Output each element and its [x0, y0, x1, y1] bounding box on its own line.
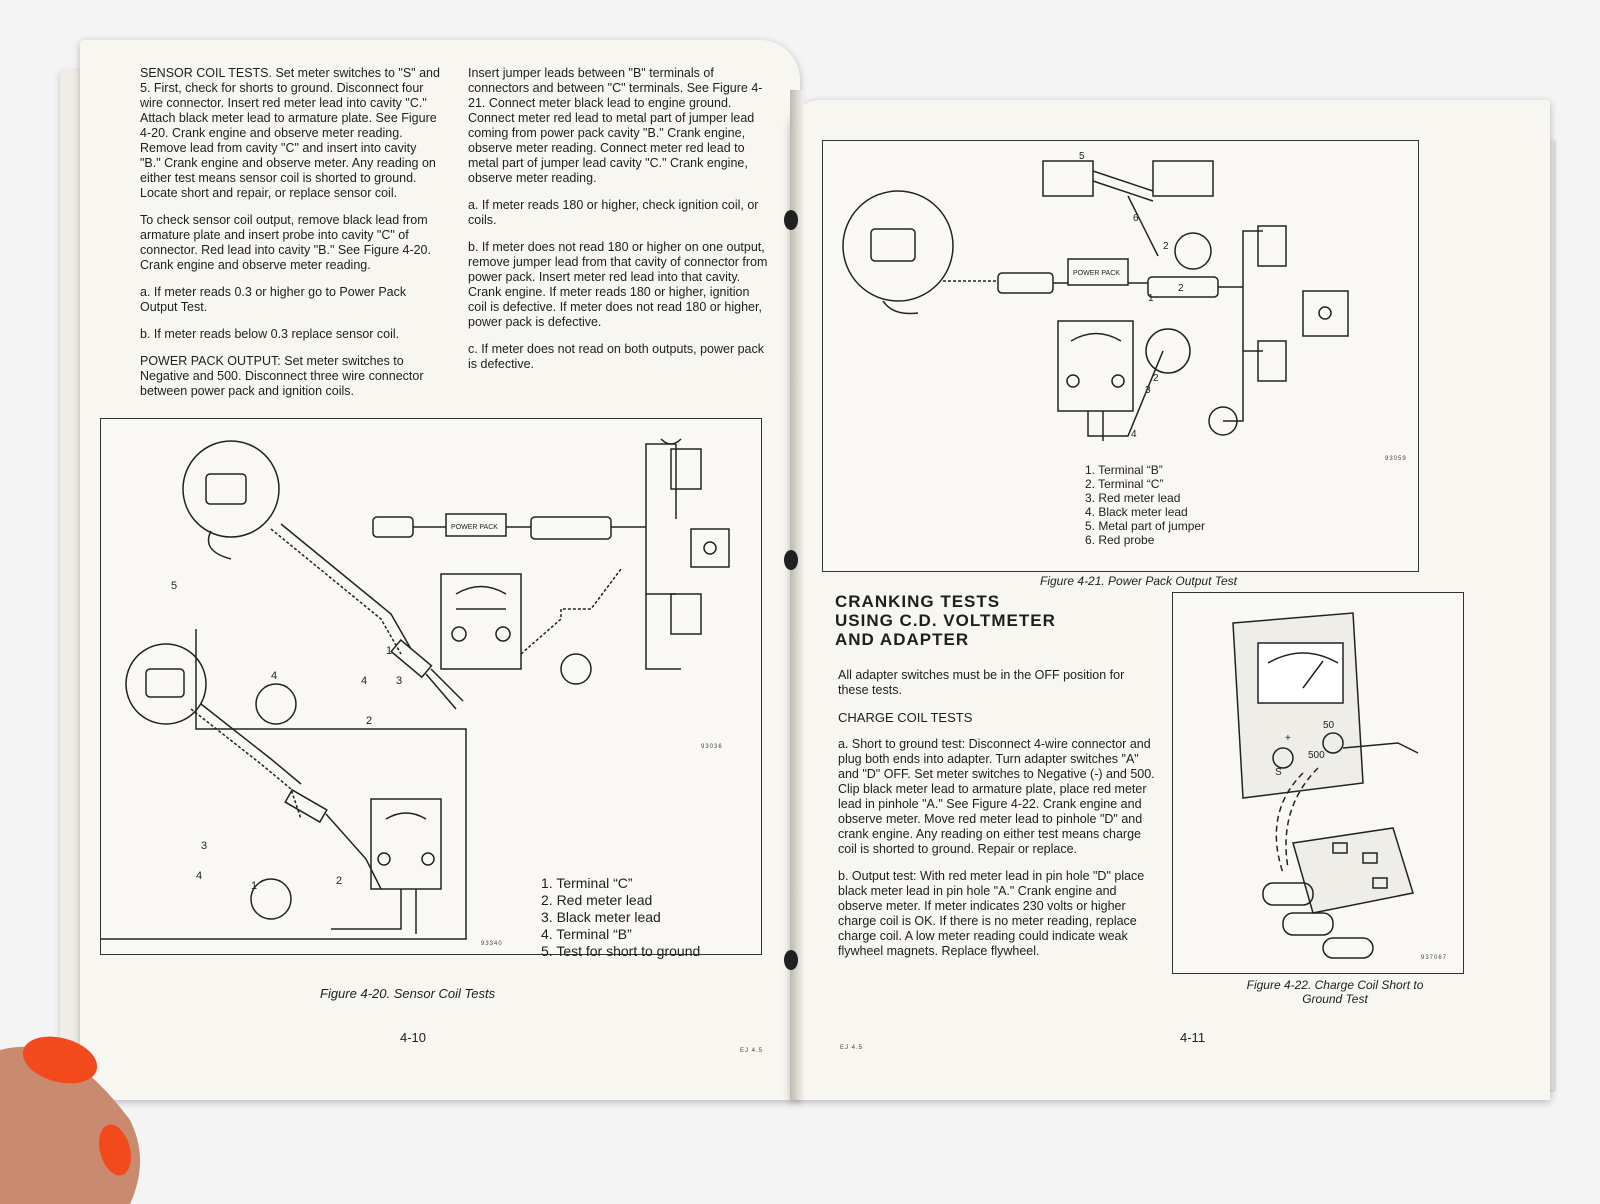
svg-text:4: 4 [196, 870, 202, 882]
meter-lower-icon [370, 798, 442, 890]
meter-icon [440, 573, 522, 670]
figure-code-top: 93036 [701, 744, 723, 750]
stator-lower-icon [125, 643, 207, 725]
binding-hole [784, 950, 798, 970]
legend-item: 3. Black meter lead [541, 909, 661, 925]
right-text-column: All adapter switches must be in the OFF … [838, 668, 1158, 971]
charge-coil-tests-subheading: CHARGE COIL TESTS [838, 710, 973, 725]
left-column-2: Insert jumper leads between "B" terminal… [468, 66, 768, 384]
sensor-coil-output-paragraph: To check sensor coil output, remove blac… [140, 213, 431, 272]
left-column-1: SENSOR COIL TESTS. Set meter switches to… [140, 66, 440, 411]
step-a-paragraph: a. If meter reads 0.3 or higher go to Po… [140, 285, 407, 314]
binding-hole [784, 550, 798, 570]
legend-item: 6. Red probe [1085, 533, 1155, 547]
svg-text:2: 2 [366, 715, 372, 727]
page-number-right: 4-11 [1180, 1030, 1206, 1045]
svg-text:S: S [1275, 767, 1282, 778]
power-pack-output-paragraph: POWER PACK OUTPUT: Set meter switches to… [140, 354, 424, 398]
legend-item: 1. Terminal “C” [541, 875, 633, 891]
svg-text:2: 2 [336, 875, 342, 887]
footer-code-left: EJ 4.5 [740, 1048, 764, 1054]
figure-4-20-legend: 1. Terminal “C” 2. Red meter lead 3. Bla… [541, 875, 700, 960]
legend-item: 3. Red meter lead [1085, 491, 1181, 505]
heading-line: AND ADAPTER [835, 630, 970, 649]
figure-4-20-caption: Figure 4-20. Sensor Coil Tests [320, 986, 496, 1001]
charge-coil-diagram: + S 50 500 [1232, 612, 1419, 959]
svg-text:4: 4 [361, 675, 367, 687]
cranking-tests-heading: CRANKING TESTS USING C.D. VOLTMETER AND … [835, 592, 1056, 649]
meter-icon [1232, 612, 1364, 799]
svg-text:3: 3 [201, 840, 207, 852]
painted-nail [22, 1036, 98, 1084]
svg-text:3: 3 [396, 675, 402, 687]
figure-4-21-legend: 1. Terminal “B” 2. Terminal “C” 3. Red m… [1085, 463, 1205, 547]
short-to-ground-paragraph: a. Short to ground test: Disconnect 4-wi… [838, 737, 1155, 856]
meter-icon [1057, 320, 1134, 412]
coil-plate [690, 528, 730, 568]
output-test-paragraph: b. Output test: With red meter lead in p… [838, 869, 1145, 958]
stator-icon [842, 190, 954, 302]
svg-text:1: 1 [1148, 293, 1154, 304]
figure-4-20-box: 5 1 3 2 4 4 3 4 1 2 POWER PACK 93036 93340 1… [100, 418, 762, 959]
svg-text:2: 2 [1163, 241, 1169, 252]
sensor-coil-tests-paragraph: SENSOR COIL TESTS. Set meter switches to… [140, 66, 440, 200]
svg-text:6: 6 [1133, 213, 1139, 224]
stator-upper-icon [182, 440, 280, 538]
jumper-leads-paragraph: Insert jumper leads between "B" terminal… [468, 66, 763, 185]
svg-text:+: + [1285, 733, 1291, 744]
power-pack-box [1067, 258, 1129, 286]
svg-text:5: 5 [171, 580, 177, 592]
svg-text:4: 4 [271, 670, 277, 682]
adapter-box [1292, 827, 1414, 914]
power-pack-label-21: POWER PACK [1073, 270, 1120, 277]
page-number-left: 4-10 [400, 1030, 427, 1045]
heading-line: CRANKING TESTS [835, 592, 1001, 611]
footer-code-right: EJ 4.5 [840, 1045, 864, 1051]
svg-text:50: 50 [1323, 720, 1335, 731]
svg-text:5: 5 [1079, 151, 1085, 162]
figure-4-22-caption: Figure 4-22. Charge Coil Short to Ground… [1220, 978, 1450, 1006]
step-b-paragraph: b. If meter reads below 0.3 replace sens… [140, 327, 400, 341]
intro-paragraph: All adapter switches must be in the OFF … [838, 668, 1125, 697]
legend-item: 2. Red meter lead [541, 892, 653, 908]
svg-text:2: 2 [1178, 283, 1184, 294]
power-pack-output-diagram: 56 22 23 41 POWER PACK [842, 151, 1349, 441]
svg-text:1: 1 [251, 880, 257, 892]
hand-holding-book [0, 1036, 140, 1204]
figure-4-21-caption: Figure 4-21. Power Pack Output Test [1040, 574, 1237, 588]
svg-text:1: 1 [386, 645, 392, 657]
power-pack-label: POWER PACK [451, 524, 498, 531]
legend-item: 4. Black meter lead [1085, 505, 1188, 519]
heading-line: USING C.D. VOLTMETER [835, 611, 1056, 630]
legend-item: 2. Terminal “C” [1085, 477, 1164, 491]
step-b-180-paragraph: b. If meter does not read 180 or higher … [468, 240, 768, 329]
legend-item: 5. Metal part of jumper [1085, 519, 1206, 533]
painted-nail [99, 1124, 131, 1176]
step-a-180-paragraph: a. If meter reads 180 or higher, check i… [468, 198, 759, 227]
legend-item: 4. Terminal “B” [541, 926, 632, 942]
figure-code-bottom: 93340 [481, 941, 503, 947]
sensor-coil-diagram: 5 1 3 2 4 4 3 4 1 2 POWER PACK [101, 438, 730, 940]
figure-4-22-box: + S 50 500 937067 [1172, 592, 1464, 974]
figure-21-code: 93059 [1385, 456, 1407, 462]
book-gutter [790, 90, 804, 1100]
power-pack-box [445, 513, 507, 537]
binding-hole [784, 210, 798, 230]
svg-text:3: 3 [1145, 385, 1151, 396]
svg-text:4: 4 [1131, 429, 1137, 440]
svg-text:500: 500 [1308, 750, 1325, 761]
legend-item: 1. Terminal “B” [1085, 463, 1163, 477]
svg-text:2: 2 [1153, 373, 1159, 384]
figure-22-code: 937067 [1421, 955, 1448, 961]
caption-line: Ground Test [1302, 992, 1368, 1006]
caption-line: Figure 4-22. Charge Coil Short to [1246, 978, 1424, 992]
step-c-paragraph: c. If meter does not read on both output… [468, 342, 765, 371]
left-page: SENSOR COIL TESTS. Set meter switches to… [80, 40, 800, 1100]
legend-item: 5. Test for short to ground [541, 943, 701, 959]
